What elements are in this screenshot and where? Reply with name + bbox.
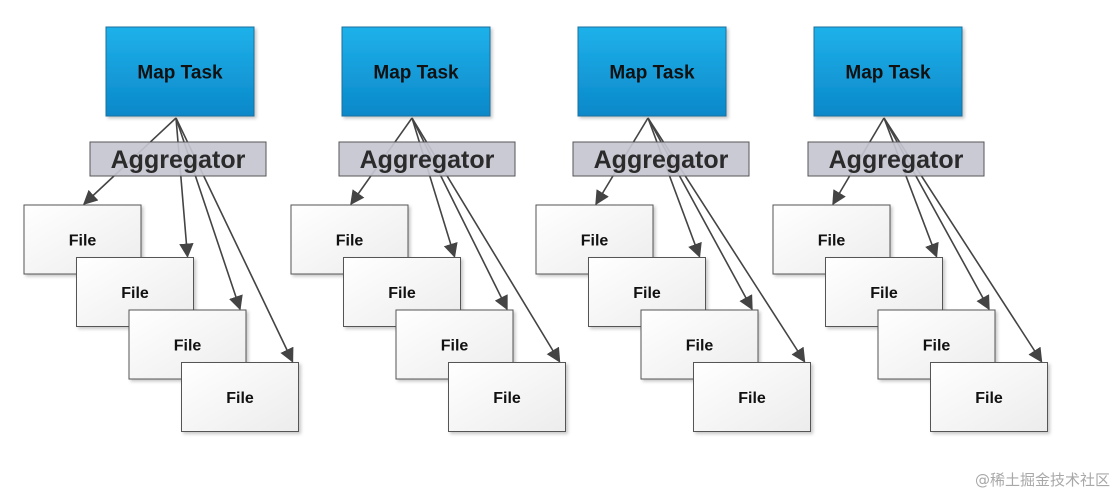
aggregator-label: Aggregator: [360, 146, 495, 174]
file-label: File: [441, 338, 469, 355]
file-label: File: [493, 390, 521, 407]
file-label: File: [633, 285, 661, 302]
map-task-box: [577, 26, 727, 117]
file-label: File: [388, 285, 416, 302]
file-rect: [693, 362, 811, 432]
map-task-label: Map Task: [609, 63, 695, 84]
file-rect: [448, 362, 566, 432]
aggregator-box: [572, 141, 750, 177]
file-rect: [930, 362, 1048, 432]
file-box-4: File: [181, 362, 299, 432]
aggregator-label: Aggregator: [111, 146, 246, 174]
aggregator-box: [89, 141, 267, 177]
file-box-4: File: [930, 362, 1048, 432]
aggregator-label: Aggregator: [829, 146, 964, 174]
arrow-to-file-2: [175, 117, 194, 258]
aggregator-box: [807, 141, 985, 177]
file-label: File: [923, 338, 951, 355]
aggregator-box: [338, 141, 516, 177]
file-label: File: [174, 338, 202, 355]
file-box-4: File: [448, 362, 566, 432]
site-watermark: @稀土掘金技术社区: [974, 471, 1110, 489]
map-task-box: [105, 26, 255, 117]
file-label: File: [738, 390, 766, 407]
map-task-box: [813, 26, 963, 117]
file-label: File: [336, 233, 364, 250]
file-label: File: [581, 233, 609, 250]
map-task-box: [341, 26, 491, 117]
file-box-4: File: [693, 362, 811, 432]
aggregator-label: Aggregator: [594, 146, 729, 174]
arrow-to-file-2: [647, 117, 702, 258]
file-label: File: [69, 233, 97, 250]
map-task-label: Map Task: [845, 63, 931, 84]
file-rect: [181, 362, 299, 432]
file-label: File: [686, 338, 714, 355]
arrow-to-file-2: [411, 117, 458, 258]
file-label: File: [975, 390, 1003, 407]
map-task-label: Map Task: [373, 63, 459, 84]
arrow-to-file-2: [883, 117, 939, 258]
map-task-label: Map Task: [137, 63, 223, 84]
file-label: File: [121, 285, 149, 302]
file-label: File: [226, 390, 254, 407]
file-label: File: [818, 233, 846, 250]
file-label: File: [870, 285, 898, 302]
